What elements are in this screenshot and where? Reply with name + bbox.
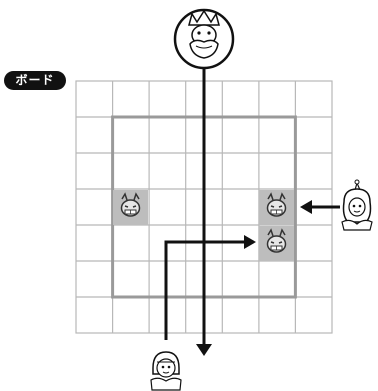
king-icon xyxy=(173,8,235,70)
oni-piece xyxy=(259,226,294,261)
king-arrow-head xyxy=(196,344,212,356)
oni-piece xyxy=(259,190,294,225)
girl-arrow xyxy=(164,240,246,340)
girl-icon xyxy=(150,351,182,391)
girl-arrow-head xyxy=(244,235,256,249)
princess-arrow-head xyxy=(300,200,312,214)
oni-piece xyxy=(113,190,148,225)
board-label: ボード xyxy=(4,71,66,90)
princess-icon xyxy=(341,179,373,231)
